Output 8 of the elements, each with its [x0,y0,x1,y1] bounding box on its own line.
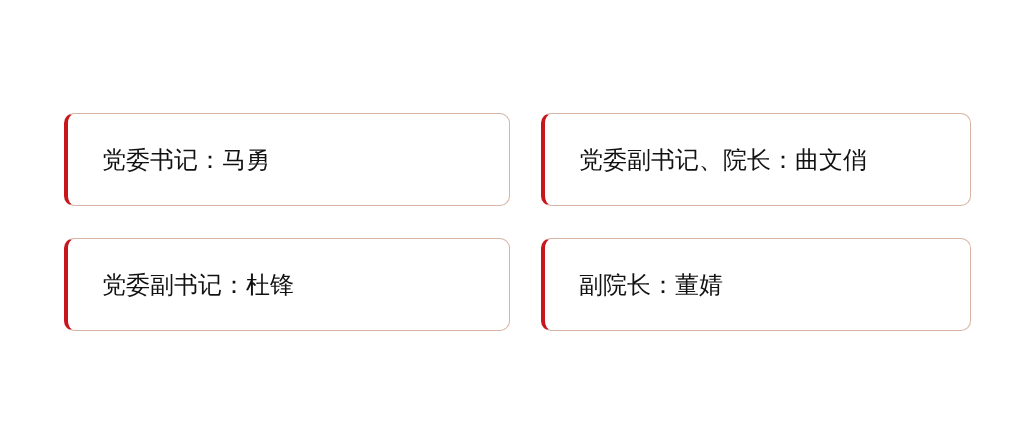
title-card [64,238,510,331]
title-card [541,113,971,206]
role-name-text: 党委副书记、院长：曲文俏 [579,144,867,176]
role-name-text: 副院长：董婧 [579,269,723,301]
title-card [64,113,510,206]
role-name-text: 党委副书记：杜锋 [102,269,294,301]
title-card [541,238,971,331]
role-name-text: 党委书记：马勇 [102,144,270,176]
